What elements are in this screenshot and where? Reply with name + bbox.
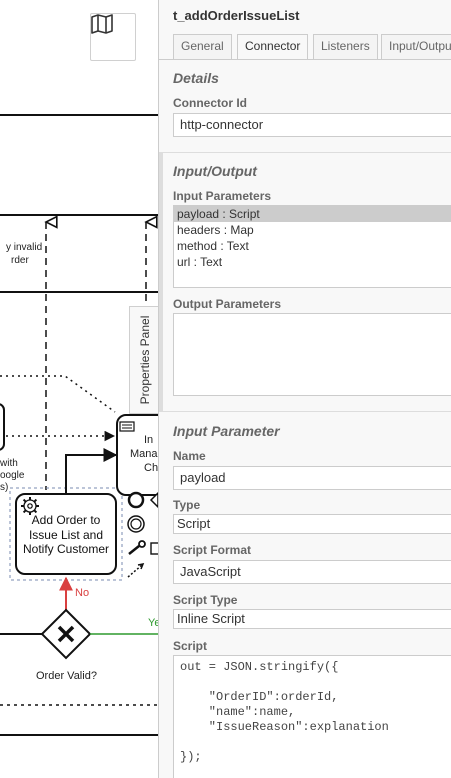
connect-icon xyxy=(127,562,145,578)
connector-id-input[interactable]: http-connector xyxy=(173,113,451,137)
tab-divider xyxy=(159,59,451,60)
task-manager xyxy=(116,414,160,496)
script-type-select[interactable]: Inline Script xyxy=(173,609,451,629)
tab-input-output[interactable]: Input/Output xyxy=(381,34,451,59)
map-icon xyxy=(91,14,113,34)
list-item[interactable]: method : Text xyxy=(177,239,249,253)
script-type-label: Script Type xyxy=(173,593,238,607)
circle-icon xyxy=(127,491,145,509)
association xyxy=(0,375,116,413)
input-parameters-list[interactable]: payload : Script headers : Map method : … xyxy=(173,205,451,288)
type-label: Type xyxy=(173,498,201,512)
wrench-icon xyxy=(128,540,146,555)
io-heading: Input/Output xyxy=(173,163,257,179)
group-divider xyxy=(159,152,451,153)
script-format-input[interactable]: JavaScript xyxy=(173,560,451,584)
list-item[interactable]: url : Text xyxy=(177,255,223,269)
no-flow-label: No xyxy=(75,587,90,599)
input-parameters-label: Input Parameters xyxy=(173,189,272,203)
tab-connector[interactable]: Connector xyxy=(237,34,309,60)
minimap-toggle-button[interactable] xyxy=(90,13,136,61)
properties-panel: t_addOrderIssueList General Connector Li… xyxy=(158,0,451,778)
gear-icon xyxy=(21,497,39,515)
panel-tabs: General Connector Listeners Input/Output xyxy=(173,34,451,60)
properties-panel-toggle-label: Properties Panel xyxy=(137,315,152,405)
note-icon xyxy=(119,421,135,432)
type-select[interactable]: Script xyxy=(173,514,451,534)
task-left xyxy=(0,403,5,451)
gateway-label: Order Valid? xyxy=(36,670,97,682)
yes-flow-label: Ye xyxy=(148,617,160,629)
output-parameters-list[interactable] xyxy=(173,313,451,396)
tab-listeners[interactable]: Listeners xyxy=(313,34,378,59)
script-textarea[interactable]: out = JSON.stringify({ "OrderID":orderId… xyxy=(173,655,451,778)
list-item[interactable]: payload : Script xyxy=(174,206,451,222)
connector-id-label: Connector Id xyxy=(173,96,247,110)
list-item[interactable]: headers : Map xyxy=(177,223,254,237)
script-format-label: Script Format xyxy=(173,543,252,557)
panel-title: t_addOrderIssueList xyxy=(173,8,300,23)
script-label: Script xyxy=(173,639,208,653)
sequence-flow xyxy=(65,448,118,494)
input-parameter-heading: Input Parameter xyxy=(173,423,280,439)
properties-panel-toggle[interactable]: Properties Panel xyxy=(129,306,159,414)
tab-general[interactable]: General xyxy=(173,34,232,59)
details-heading: Details xyxy=(173,70,219,86)
name-label: Name xyxy=(173,449,206,463)
group-divider xyxy=(159,411,451,412)
name-input[interactable]: payload xyxy=(173,466,451,490)
output-parameters-label: Output Parameters xyxy=(173,297,282,311)
group-indicator xyxy=(159,153,163,411)
